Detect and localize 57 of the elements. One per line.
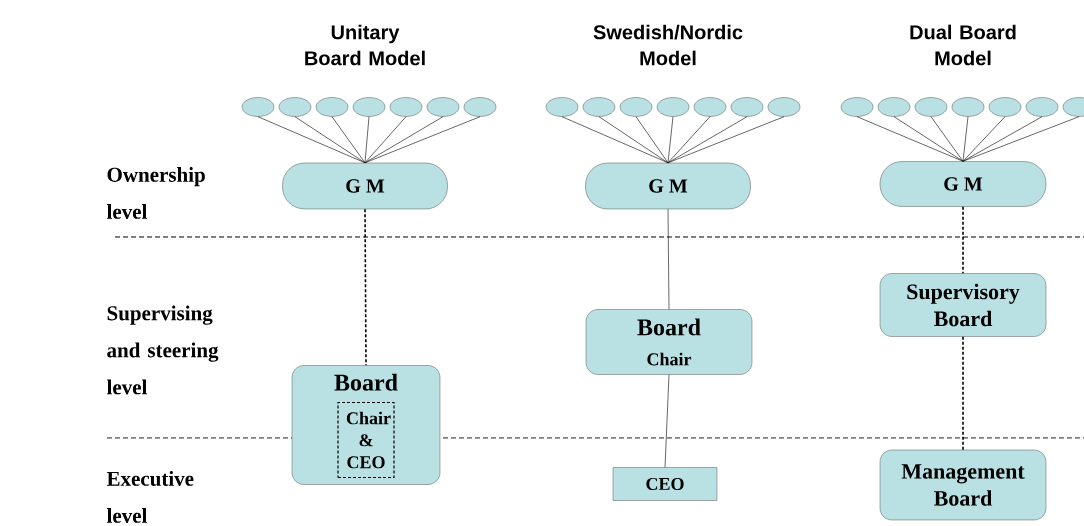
connector-line — [635, 116, 669, 164]
level-label: Supervising and steering level — [106, 305, 219, 395]
connector-line — [962, 205, 964, 275]
connector-line — [962, 116, 1080, 162]
member-ellipse — [463, 97, 497, 117]
column-heading: Unitary Board Model — [305, 24, 425, 66]
board-box: Supervisory Board — [879, 273, 1047, 337]
connector-line — [667, 116, 711, 164]
board-box: Board Chair — [585, 309, 753, 375]
member-ellipse — [389, 97, 423, 117]
level-label: Executive level — [106, 471, 194, 523]
member-ellipse — [1062, 97, 1084, 117]
member-ellipse — [352, 97, 386, 117]
connector-line — [930, 116, 964, 162]
member-ellipse — [545, 97, 579, 117]
meeting-box: G M — [585, 162, 751, 210]
member-ellipse — [426, 97, 460, 117]
board-box: Management Board — [879, 449, 1047, 521]
member-ellipse — [278, 97, 312, 117]
connector-line — [331, 116, 366, 164]
connector-line — [962, 335, 964, 451]
role-box: Chair & CEO — [337, 401, 395, 479]
connector-line — [364, 208, 367, 367]
member-ellipse — [730, 97, 764, 117]
connector-line — [664, 374, 670, 468]
connector-line — [667, 116, 674, 164]
connector-line — [364, 116, 481, 164]
connector-line — [962, 116, 1043, 162]
connector-line — [364, 116, 370, 164]
member-ellipse — [951, 97, 985, 117]
connector-line — [893, 116, 964, 162]
connector-line — [856, 116, 964, 162]
level-label: Ownership level — [106, 167, 205, 219]
connector-line — [667, 116, 785, 164]
column-heading: Swedish/Nordic Model — [593, 24, 743, 66]
connector-line — [962, 116, 1006, 162]
member-ellipse — [315, 97, 349, 117]
meeting-box: G M — [879, 161, 1047, 207]
member-ellipse — [1025, 97, 1059, 117]
connector-line — [598, 116, 669, 164]
connector-line — [294, 116, 366, 164]
member-ellipse — [840, 97, 874, 117]
meeting-box: G M — [282, 162, 448, 210]
member-ellipse — [877, 97, 911, 117]
member-ellipse — [988, 97, 1022, 117]
column-heading: Dual Board Model — [910, 24, 1016, 66]
connector-line — [364, 116, 407, 164]
member-ellipse — [619, 97, 653, 117]
member-ellipse — [582, 97, 616, 117]
connector-line — [962, 116, 969, 162]
connector-line — [667, 208, 670, 310]
member-ellipse — [767, 97, 801, 117]
member-ellipse — [241, 97, 275, 117]
member-ellipse — [656, 97, 690, 117]
member-ellipse — [914, 97, 948, 117]
member-ellipse — [693, 97, 727, 117]
ceo-box: CEO — [612, 467, 718, 501]
